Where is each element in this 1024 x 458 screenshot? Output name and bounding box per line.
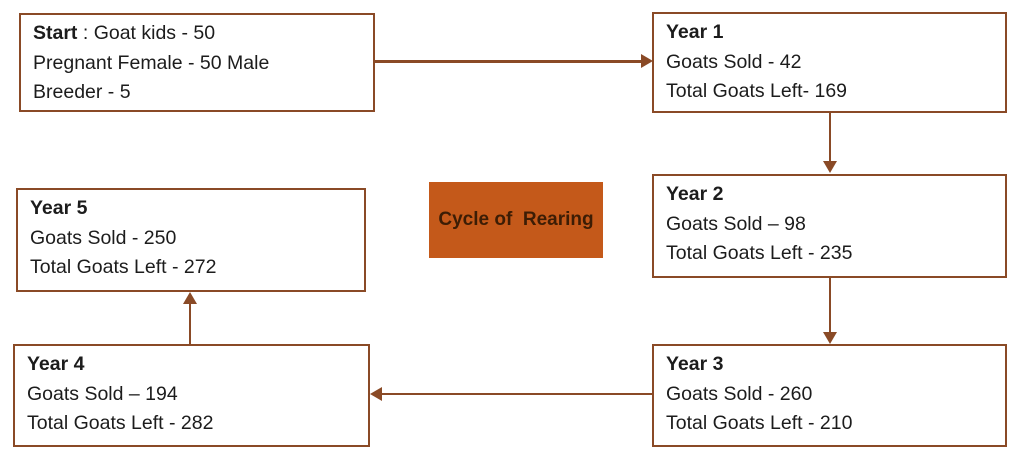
node-start-heading-rest: : Goat kids - 50 bbox=[77, 22, 216, 44]
node-year4-line3: Total Goats Left - 282 bbox=[27, 412, 214, 434]
node-year1-line2: Goats Sold - 42 bbox=[666, 50, 802, 73]
node-year3: Year 3 Goats Sold - 260 Total Goats Left… bbox=[652, 344, 1007, 447]
node-year4: Year 4 Goats Sold – 194 Total Goats Left… bbox=[13, 344, 370, 447]
node-year5-heading: Year 5 bbox=[30, 197, 88, 219]
arrow-year4-year5-line bbox=[188, 303, 192, 344]
node-start-text: Start : Goat kids - 50 Pregnant Female -… bbox=[21, 15, 373, 108]
node-year1-heading: Year 1 bbox=[666, 21, 724, 43]
arrow-year1-year2-head bbox=[823, 161, 837, 173]
node-year2: Year 2 Goats Sold – 98 Total Goats Left … bbox=[652, 174, 1007, 278]
node-year4-heading: Year 4 bbox=[27, 353, 85, 375]
arrow-start-year1-head bbox=[641, 54, 653, 68]
node-year5: Year 5 Goats Sold - 250 Total Goats Left… bbox=[16, 188, 366, 292]
cycle-of-rearing-label: Cycle of Rearing bbox=[438, 209, 594, 230]
arrow-year3-year4-line bbox=[382, 392, 652, 396]
node-year1-line3: Total Goats Left- 169 bbox=[666, 80, 848, 102]
node-start-line2: Pregnant Female - 50 Male bbox=[33, 51, 270, 74]
arrow-year4-year5-head bbox=[183, 292, 197, 304]
cycle-of-rearing-box: Cycle of Rearing bbox=[429, 182, 603, 258]
arrow-year1-year2-line bbox=[828, 113, 832, 163]
node-year4-text: Year 4 Goats Sold – 194 Total Goats Left… bbox=[15, 346, 368, 439]
node-year1-text: Year 1 Goats Sold - 42 Total Goats Left-… bbox=[654, 14, 1005, 107]
node-start: Start : Goat kids - 50 Pregnant Female -… bbox=[19, 13, 375, 112]
node-year3-heading: Year 3 bbox=[666, 353, 724, 375]
node-start-title-line: Start : Goat kids - 50 bbox=[33, 19, 365, 49]
node-year5-text: Year 5 Goats Sold - 250 Total Goats Left… bbox=[18, 190, 364, 283]
node-start-line3: Breeder - 5 bbox=[33, 81, 131, 103]
node-year1: Year 1 Goats Sold - 42 Total Goats Left-… bbox=[652, 12, 1007, 113]
node-year5-line2: Goats Sold - 250 bbox=[30, 226, 177, 249]
node-start-heading: Start bbox=[33, 22, 78, 44]
arrow-year2-year3-line bbox=[828, 278, 832, 334]
arrow-year2-year3-head bbox=[823, 332, 837, 344]
node-year3-line3: Total Goats Left - 210 bbox=[666, 412, 853, 434]
arrow-start-year1-line bbox=[375, 60, 643, 63]
node-year5-line3: Total Goats Left - 272 bbox=[30, 256, 217, 278]
node-year2-line2: Goats Sold – 98 bbox=[666, 212, 806, 235]
node-year2-heading: Year 2 bbox=[666, 183, 724, 205]
node-year3-line2: Goats Sold - 260 bbox=[666, 382, 813, 405]
arrow-year3-year4-head bbox=[370, 387, 382, 401]
node-year4-line2: Goats Sold – 194 bbox=[27, 382, 178, 405]
node-year3-text: Year 3 Goats Sold - 260 Total Goats Left… bbox=[654, 346, 1005, 439]
node-year2-line3: Total Goats Left - 235 bbox=[666, 242, 853, 264]
node-year2-text: Year 2 Goats Sold – 98 Total Goats Left … bbox=[654, 176, 1005, 269]
